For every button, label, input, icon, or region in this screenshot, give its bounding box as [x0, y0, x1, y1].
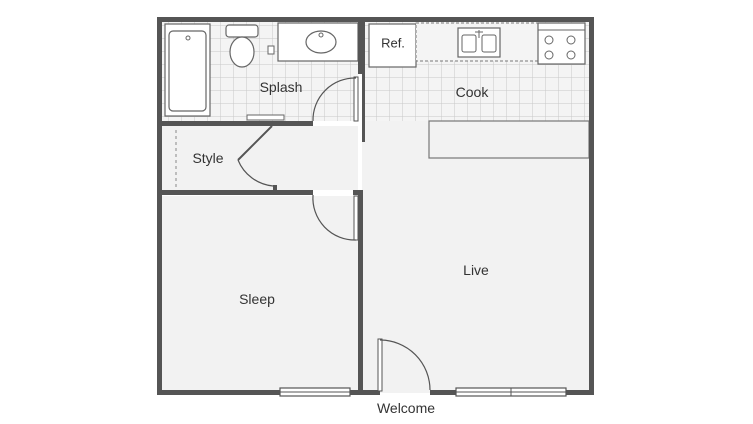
room-label-splash: Splash: [259, 79, 303, 95]
floor-style: [162, 126, 358, 190]
room-label-refrigerator: Ref.: [381, 35, 405, 51]
refrigerator-icon: [368, 23, 417, 68]
door-bath: [312, 76, 359, 122]
window-sleep: [279, 387, 351, 397]
kitchen-island: [428, 120, 590, 159]
room-label-sleep: Sleep: [239, 291, 275, 307]
towel-bar-icon: [246, 114, 285, 121]
floor-sleep: [162, 196, 358, 393]
room-label-welcome: Welcome: [376, 400, 436, 416]
door-entry: [377, 338, 431, 392]
floor-live: [362, 121, 589, 393]
bathtub-icon: [164, 23, 211, 117]
window-live: [455, 387, 567, 397]
toilet-icon: [225, 24, 275, 68]
sink-icon: [277, 22, 359, 62]
room-label-style: Style: [192, 150, 224, 166]
door-closet: [237, 125, 274, 187]
room-label-live: Live: [463, 262, 489, 278]
kitchen-sink-icon: [457, 27, 501, 58]
room-label-cook: Cook: [455, 84, 489, 100]
door-sleep: [312, 194, 359, 241]
stove-icon: [537, 22, 586, 65]
